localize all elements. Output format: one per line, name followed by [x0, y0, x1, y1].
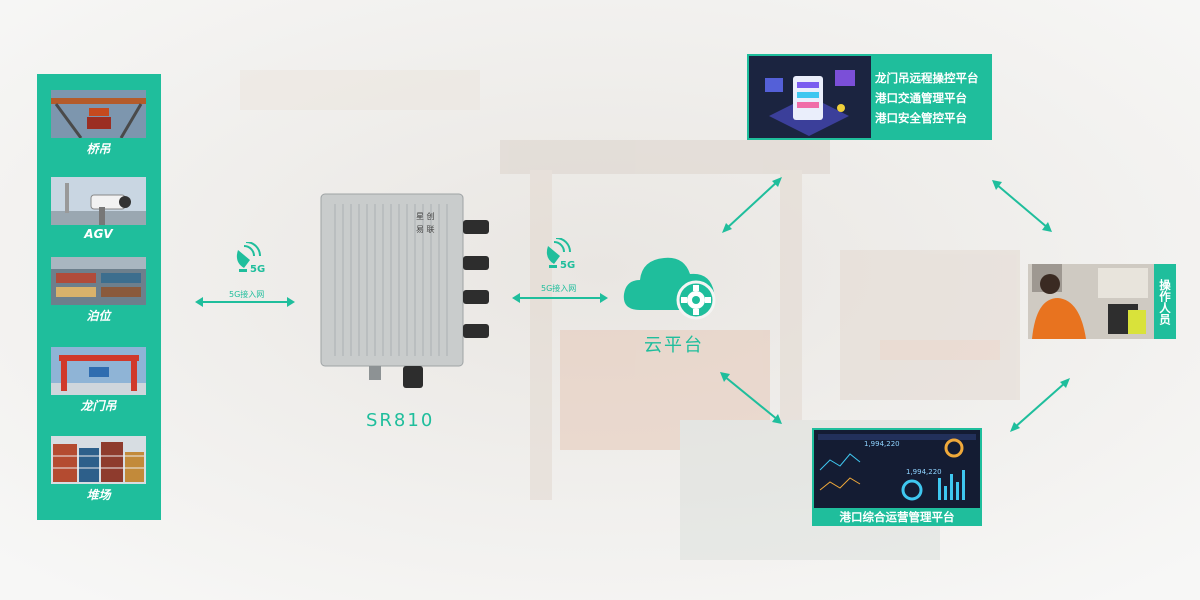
left-double-arrow	[195, 297, 295, 307]
operator-photo-icon	[1028, 264, 1154, 339]
equipment-label: 龙门吊	[80, 399, 117, 413]
brand-char: 易	[416, 225, 424, 234]
platform-item: 龙门吊远程操控平台	[875, 71, 979, 85]
berth-photo-icon	[51, 257, 146, 305]
device-name: SR810	[366, 410, 435, 431]
operator-label: 操作人员	[1158, 278, 1172, 325]
device-brand: 星 创 易 联	[416, 210, 446, 236]
platform-illustration	[749, 56, 871, 138]
quay-crane-photo-icon	[51, 90, 146, 138]
container-yard-photo-icon	[51, 436, 146, 484]
5g-badge: 5G	[250, 264, 266, 275]
equipment-panel: 桥吊 AGV 泊位	[37, 74, 161, 520]
equipment-label: 堆场	[86, 488, 111, 502]
equipment-gantry-crane: 龙门吊	[51, 347, 146, 414]
ops-dashboard-image	[814, 430, 980, 508]
equipment-quay-crane: 桥吊	[51, 90, 146, 157]
operator-card: 操作人员	[1028, 264, 1176, 339]
arrow-cloud-ops	[720, 372, 782, 424]
platform-item: 港口交通管理平台	[875, 91, 967, 105]
equipment-agv: AGV	[51, 177, 146, 241]
5g-signal-icon: 5G	[230, 241, 270, 278]
ops-platform-label: 港口综合运营管理平台	[839, 510, 955, 524]
brand-char: 联	[426, 225, 435, 234]
ops-readout-a: 1,994,220	[864, 440, 900, 448]
5g-signal-icon: 5G	[540, 237, 580, 274]
equipment-label: AGV	[84, 227, 113, 241]
platform-item: 港口安全管控平台	[875, 111, 967, 125]
arrow-platforms-operator	[992, 180, 1052, 232]
cloud-label: 云平台	[644, 335, 704, 356]
5g-badge: 5G	[560, 260, 576, 271]
equipment-label: 泊位	[86, 309, 111, 323]
router-device-image	[320, 193, 489, 388]
mid-link-label: 5G接入网	[541, 284, 577, 293]
platform-list: 龙门吊远程操控平台 港口交通管理平台 港口安全管控平台	[875, 68, 979, 128]
surveillance-camera-photo-icon	[51, 177, 146, 225]
ops-platform-card: 1,994,220 1,994,220 港口综合运营管理平台	[812, 428, 982, 526]
equipment-label: 桥吊	[86, 142, 111, 156]
cloud-gear-icon	[623, 257, 716, 320]
platforms-card: 龙门吊远程操控平台 港口交通管理平台 港口安全管控平台	[747, 54, 992, 140]
mid-double-arrow	[512, 293, 608, 303]
left-link-label: 5G接入网	[229, 290, 265, 299]
gantry-crane-photo-icon	[51, 347, 146, 395]
ops-readout-b: 1,994,220	[906, 468, 942, 476]
arrow-operator-ops	[1010, 378, 1070, 432]
equipment-berth: 泊位	[51, 257, 146, 324]
brand-char: 星	[416, 212, 424, 221]
arrow-cloud-platforms	[722, 177, 782, 233]
equipment-container-yard: 堆场	[51, 436, 146, 503]
brand-char: 创	[426, 212, 435, 221]
